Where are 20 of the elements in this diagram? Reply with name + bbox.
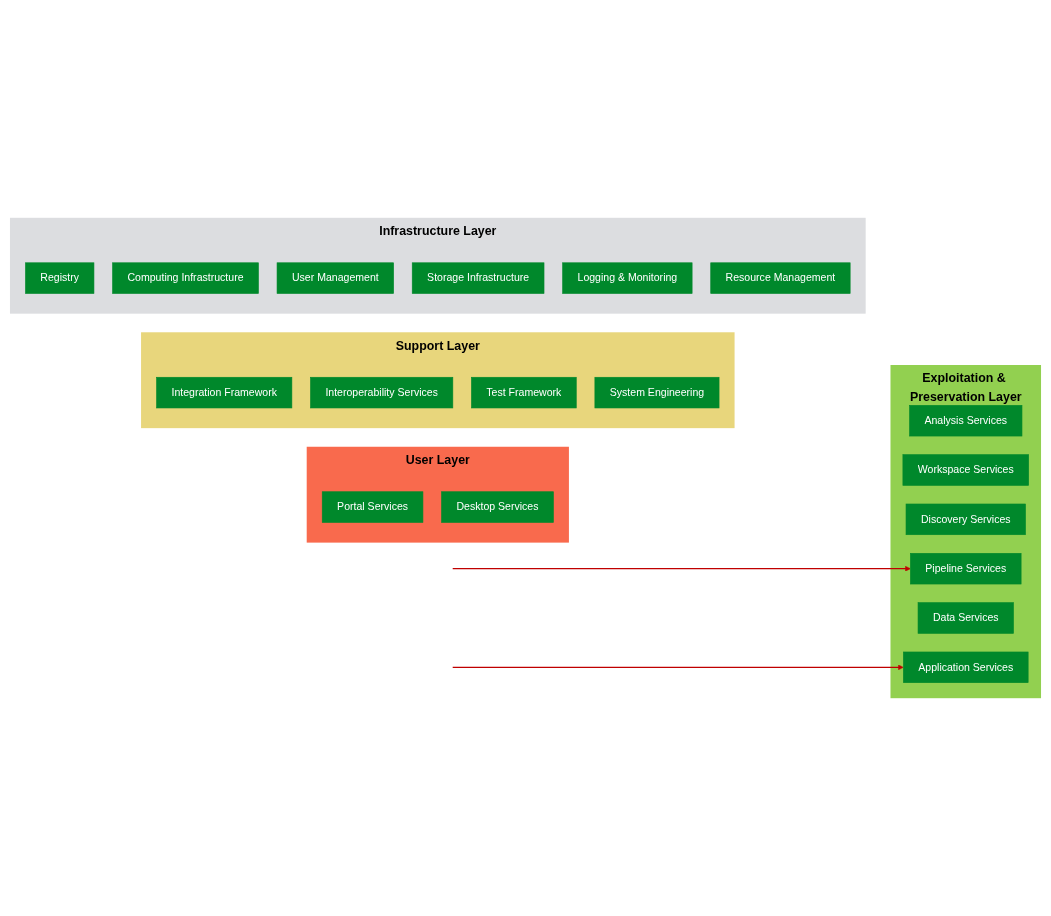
node-box: Test Framework bbox=[471, 376, 577, 409]
node-box: Pipeline Services bbox=[910, 553, 1022, 585]
node-box: Application Services bbox=[903, 651, 1029, 683]
node-box: Discovery Services bbox=[905, 503, 1026, 535]
node-box: Analysis Services bbox=[909, 405, 1023, 437]
node-box: Data Services bbox=[917, 602, 1014, 634]
node-box: Desktop Services bbox=[441, 491, 554, 523]
node-box: Portal Services bbox=[321, 491, 424, 523]
node-box: Integration Framework bbox=[156, 376, 293, 409]
arrow bbox=[452, 565, 911, 572]
arrow bbox=[452, 664, 904, 671]
node-box: Storage Infrastructure bbox=[411, 262, 545, 294]
node-box: Resource Management bbox=[710, 262, 851, 294]
node-box: Computing Infrastructure bbox=[112, 262, 259, 294]
node-box: Registry bbox=[25, 262, 95, 294]
node-box: Interoperability Services bbox=[310, 376, 454, 409]
node-box: System Engineering bbox=[594, 376, 720, 409]
node-box: Logging & Monitoring bbox=[562, 262, 693, 294]
node-box: User Management bbox=[276, 262, 394, 294]
node-box: Workspace Services bbox=[902, 454, 1029, 486]
